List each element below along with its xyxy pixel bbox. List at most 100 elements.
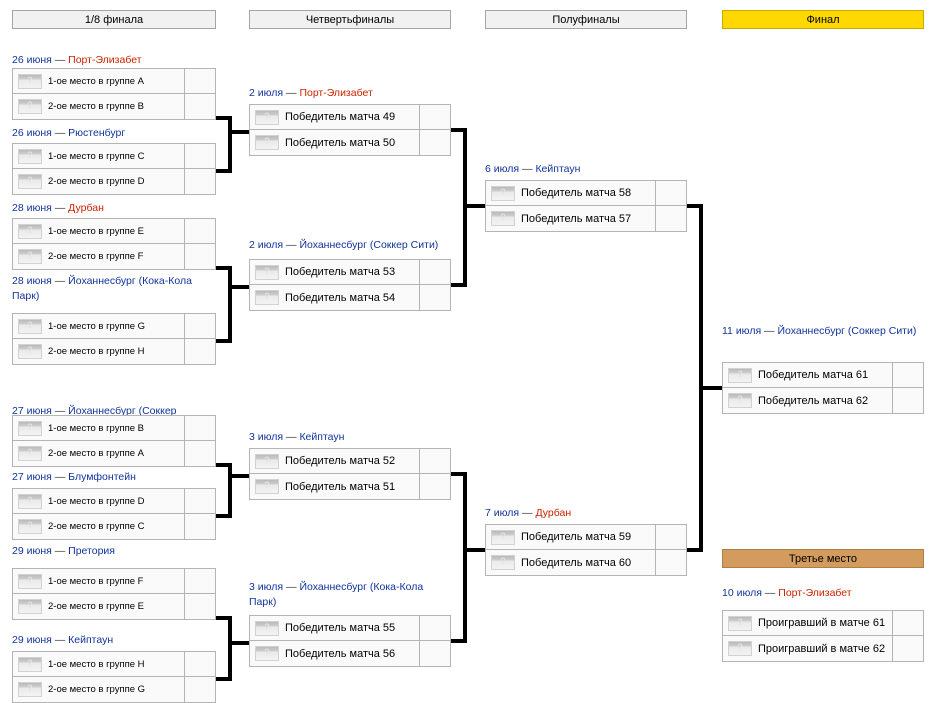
team-cell[interactable]: Победитель матча 58 [486, 181, 656, 205]
match-box-sf-1[interactable]: Победитель матча 58Победитель матча 57 [485, 180, 687, 232]
team-cell[interactable]: Победитель матча 62 [723, 388, 893, 413]
match-row[interactable]: 2-ое место в группе E [13, 594, 215, 619]
team-cell[interactable]: Проигравший в матче 61 [723, 611, 893, 635]
score-cell[interactable] [656, 206, 686, 231]
match-row[interactable]: 2-ое место в группе F [13, 244, 215, 269]
score-cell[interactable] [185, 169, 215, 194]
score-cell[interactable] [420, 474, 450, 499]
score-cell[interactable] [185, 69, 215, 93]
score-cell[interactable] [185, 594, 215, 619]
team-cell[interactable]: 2-ое место в группе A [13, 441, 185, 466]
match-row[interactable]: Победитель матча 52 [250, 449, 450, 474]
match-row[interactable]: Победитель матча 60 [486, 550, 686, 575]
match-row[interactable]: Победитель матча 62 [723, 388, 923, 413]
match-row[interactable]: Победитель матча 51 [250, 474, 450, 499]
match-row[interactable]: 1-ое место в группе F [13, 569, 215, 594]
match-box-r16-1[interactable]: 1-ое место в группе A2-ое место в группе… [12, 68, 216, 120]
score-cell[interactable] [893, 388, 923, 413]
team-cell[interactable]: 1-ое место в группе C [13, 144, 185, 168]
score-cell[interactable] [185, 441, 215, 466]
match-row[interactable]: 2-ое место в группе B [13, 94, 215, 119]
score-cell[interactable] [185, 314, 215, 338]
match-row[interactable]: Победитель матча 57 [486, 206, 686, 231]
score-cell[interactable] [185, 94, 215, 119]
score-cell[interactable] [185, 569, 215, 593]
team-cell[interactable]: 2-ое место в группе G [13, 677, 185, 702]
match-box-third[interactable]: Проигравший в матче 61Проигравший в матч… [722, 610, 924, 662]
match-row[interactable]: Победитель матча 61 [723, 363, 923, 388]
team-cell[interactable]: Победитель матча 57 [486, 206, 656, 231]
match-row[interactable]: Победитель матча 55 [250, 616, 450, 641]
match-box-final[interactable]: Победитель матча 61Победитель матча 62 [722, 362, 924, 414]
score-cell[interactable] [893, 363, 923, 387]
score-cell[interactable] [656, 525, 686, 549]
score-cell[interactable] [185, 219, 215, 243]
team-cell[interactable]: Победитель матча 61 [723, 363, 893, 387]
team-cell[interactable]: 2-ое место в группе H [13, 339, 185, 364]
match-row[interactable]: 1-ое место в группе H [13, 652, 215, 677]
score-cell[interactable] [185, 677, 215, 702]
match-row[interactable]: 1-ое место в группе B [13, 416, 215, 441]
match-row[interactable]: Проигравший в матче 61 [723, 611, 923, 636]
team-cell[interactable]: Победитель матча 52 [250, 449, 420, 473]
score-cell[interactable] [420, 449, 450, 473]
match-row[interactable]: 1-ое место в группе C [13, 144, 215, 169]
team-cell[interactable]: Победитель матча 55 [250, 616, 420, 640]
match-box-r16-2[interactable]: 1-ое место в группе C2-ое место в группе… [12, 143, 216, 195]
score-cell[interactable] [185, 144, 215, 168]
score-cell[interactable] [420, 285, 450, 310]
match-box-qf-2[interactable]: Победитель матча 53Победитель матча 54 [249, 259, 451, 311]
team-cell[interactable]: 1-ое место в группе B [13, 416, 185, 440]
team-cell[interactable]: 2-ое место в группе E [13, 594, 185, 619]
score-cell[interactable] [420, 616, 450, 640]
score-cell[interactable] [185, 244, 215, 269]
match-box-r16-6[interactable]: 1-ое место в группе D2-ое место в группе… [12, 488, 216, 540]
match-row[interactable]: 1-ое место в группе D [13, 489, 215, 514]
match-box-qf-3[interactable]: Победитель матча 52Победитель матча 51 [249, 448, 451, 500]
match-row[interactable]: 1-ое место в группе A [13, 69, 215, 94]
team-cell[interactable]: 1-ое место в группе E [13, 219, 185, 243]
score-cell[interactable] [420, 130, 450, 155]
team-cell[interactable]: Победитель матча 54 [250, 285, 420, 310]
team-cell[interactable]: Победитель матча 59 [486, 525, 656, 549]
score-cell[interactable] [185, 652, 215, 676]
match-row[interactable]: Победитель матча 50 [250, 130, 450, 155]
team-cell[interactable]: 2-ое место в группе C [13, 514, 185, 539]
score-cell[interactable] [185, 514, 215, 539]
team-cell[interactable]: 1-ое место в группе H [13, 652, 185, 676]
match-row[interactable]: 2-ое место в группе H [13, 339, 215, 364]
match-row[interactable]: Победитель матча 56 [250, 641, 450, 666]
team-cell[interactable]: 1-ое место в группе F [13, 569, 185, 593]
team-cell[interactable]: Победитель матча 53 [250, 260, 420, 284]
match-row[interactable]: Победитель матча 53 [250, 260, 450, 285]
team-cell[interactable]: Победитель матча 49 [250, 105, 420, 129]
match-row[interactable]: Проигравший в матче 62 [723, 636, 923, 661]
match-row[interactable]: 2-ое место в группе D [13, 169, 215, 194]
team-cell[interactable]: 2-ое место в группе D [13, 169, 185, 194]
score-cell[interactable] [420, 641, 450, 666]
score-cell[interactable] [893, 636, 923, 661]
match-box-sf-2[interactable]: Победитель матча 59Победитель матча 60 [485, 524, 687, 576]
score-cell[interactable] [185, 339, 215, 364]
team-cell[interactable]: Победитель матча 50 [250, 130, 420, 155]
team-cell[interactable]: Проигравший в матче 62 [723, 636, 893, 661]
match-row[interactable]: 2-ое место в группе G [13, 677, 215, 702]
match-row[interactable]: 2-ое место в группе C [13, 514, 215, 539]
match-box-r16-8[interactable]: 1-ое место в группе H2-ое место в группе… [12, 651, 216, 703]
match-box-r16-3[interactable]: 1-ое место в группе E2-ое место в группе… [12, 218, 216, 270]
score-cell[interactable] [185, 489, 215, 513]
match-box-r16-4[interactable]: 1-ое место в группе G2-ое место в группе… [12, 313, 216, 365]
match-row[interactable]: Победитель матча 49 [250, 105, 450, 130]
team-cell[interactable]: 2-ое место в группе B [13, 94, 185, 119]
match-box-qf-4[interactable]: Победитель матча 55Победитель матча 56 [249, 615, 451, 667]
match-row[interactable]: 1-ое место в группе E [13, 219, 215, 244]
match-row[interactable]: 2-ое место в группе A [13, 441, 215, 466]
match-row[interactable]: 1-ое место в группе G [13, 314, 215, 339]
score-cell[interactable] [656, 550, 686, 575]
match-row[interactable]: Победитель матча 58 [486, 181, 686, 206]
team-cell[interactable]: 2-ое место в группе F [13, 244, 185, 269]
team-cell[interactable]: Победитель матча 60 [486, 550, 656, 575]
score-cell[interactable] [185, 416, 215, 440]
team-cell[interactable]: 1-ое место в группе D [13, 489, 185, 513]
score-cell[interactable] [656, 181, 686, 205]
